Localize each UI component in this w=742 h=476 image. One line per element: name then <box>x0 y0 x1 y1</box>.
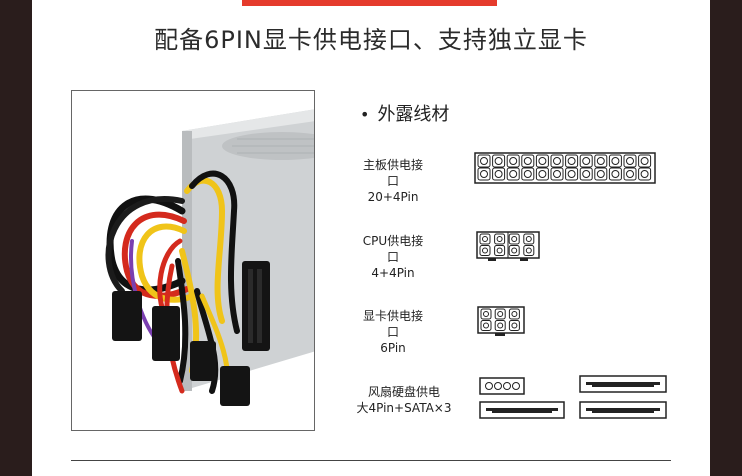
pin-hole <box>538 170 547 178</box>
gpu-label-pins: 6Pin <box>380 341 406 355</box>
section-title: 外露线材 <box>377 104 450 125</box>
pin-hole <box>538 157 547 165</box>
bullet-dot: • <box>360 105 370 124</box>
pin-hole <box>640 157 649 165</box>
pin-hole <box>482 236 488 242</box>
pin-hole <box>553 170 561 178</box>
pin-hole <box>480 157 488 165</box>
pin-hole <box>511 236 518 242</box>
gpu-label-name: 显卡供电接口 <box>362 309 423 339</box>
atx-label: 主板供电接口 20+4Pin <box>358 157 428 205</box>
pin-hole <box>523 170 532 178</box>
pin-hole <box>640 170 649 178</box>
pin-hole <box>611 157 620 165</box>
pin-hole <box>509 170 518 178</box>
fan-hdd-label-pins: 大4Pin+SATA×3 <box>356 401 452 415</box>
pin-hole <box>511 322 518 329</box>
pin-hole <box>496 247 503 254</box>
fan-hdd-label: 风扇硬盘供电 大4Pin+SATA×3 <box>344 384 464 416</box>
atx-label-name: 主板供电接口 <box>362 158 423 188</box>
pin-hole <box>626 157 634 165</box>
pin-hole <box>553 157 561 165</box>
pin-hole <box>494 170 503 178</box>
molex-sata-connector-icon <box>479 375 667 419</box>
accent-bar <box>242 0 497 6</box>
pin-hole <box>511 311 518 317</box>
pin-hole <box>626 170 634 178</box>
pin-hole <box>525 236 532 242</box>
cpu-label: CPU供电接口 4+4Pin <box>358 233 428 281</box>
pin-hole <box>582 170 591 178</box>
section-heading: • 外露线材 <box>360 100 449 126</box>
fan-hdd-label-name: 风扇硬盘供电 <box>367 385 440 399</box>
pin-hole <box>483 322 489 329</box>
psu-with-cables-photo <box>105 109 314 406</box>
pin-hole <box>596 170 605 178</box>
pin-hole <box>497 322 504 329</box>
atx-24pin-connector-icon <box>474 152 656 184</box>
pin-hole <box>611 170 620 178</box>
product-photo <box>71 90 315 431</box>
cpu-label-name: CPU供电接口 <box>362 234 424 264</box>
pin-hole <box>509 157 518 165</box>
pin-hole <box>497 311 504 317</box>
pin-hole <box>567 157 576 165</box>
pin-hole <box>567 170 576 178</box>
pin-hole <box>523 157 532 165</box>
bottom-divider <box>71 460 671 461</box>
pin-hole <box>596 157 605 165</box>
pin-hole <box>494 157 503 165</box>
page-title: 配备6PIN显卡供电接口、支持独立显卡 <box>154 26 588 54</box>
cpu-8pin-connector-icon <box>476 231 540 261</box>
cpu-label-pins: 4+4Pin <box>371 266 415 280</box>
gpu-6pin-connector-icon <box>477 306 525 336</box>
pin-hole <box>525 247 532 254</box>
pin-hole <box>480 170 488 178</box>
pin-hole <box>482 247 488 254</box>
pin-hole <box>496 236 503 242</box>
gpu-label: 显卡供电接口 6Pin <box>358 308 428 356</box>
atx-label-pins: 20+4Pin <box>367 190 419 204</box>
pin-hole <box>511 247 518 254</box>
pin-hole <box>582 157 591 165</box>
pin-hole <box>483 311 489 317</box>
